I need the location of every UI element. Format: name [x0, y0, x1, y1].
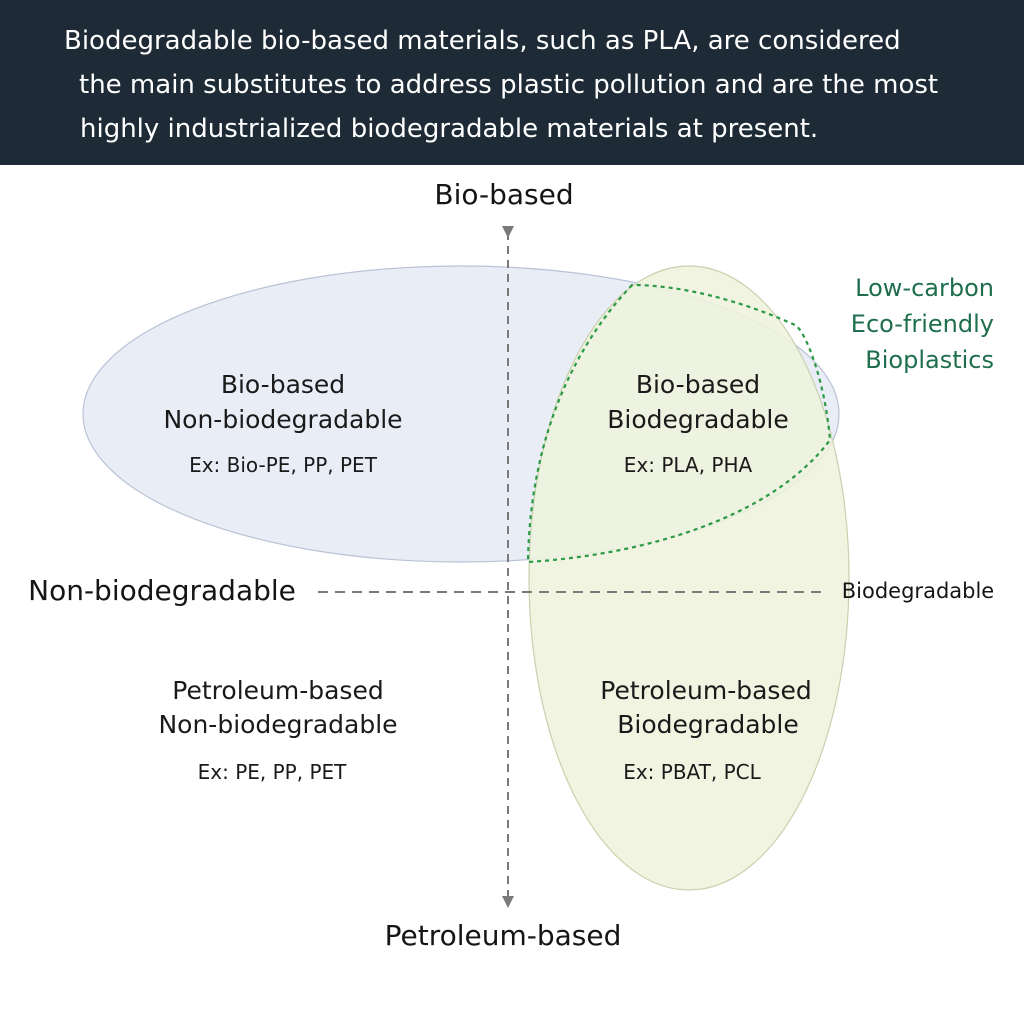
quadrant-top-right-title-2: Biodegradable [607, 405, 789, 434]
quadrant-top-right-title-1: Bio-based [635, 370, 761, 399]
axis-label-petroleum-based: Petroleum-based [384, 919, 622, 952]
quadrant-bottom-left-title-2: Non-biodegradable [158, 710, 398, 739]
axis-label-biodegradable: Biodegradable [841, 579, 995, 603]
overlap-dotted-outline [526, 283, 832, 564]
quadrant-bottom-left-title-1: Petroleum-based [172, 676, 384, 705]
biodegradable-ellipse [528, 265, 850, 891]
banner-text-line-3: highly industrialized biodegradable mate… [80, 114, 819, 144]
axis-label-non-biodegradable: Non-biodegradable [28, 574, 296, 607]
quadrant-top-left-title-1: Bio-based [220, 370, 346, 399]
header-banner: Biodegradable bio-based materials, such … [0, 0, 1024, 165]
highlight-label: Low-carbon Eco-friendly Bioplastics [851, 270, 994, 378]
quadrant-bottom-right-example: Ex: PBAT, PCL [623, 760, 761, 784]
quadrant-bottom-right-title-1: Petroleum-based [600, 676, 812, 705]
quadrant-bottom-left-example: Ex: PE, PP, PET [197, 760, 347, 784]
quadrant-top-right-example: Ex: PLA, PHA [623, 453, 753, 477]
axis-label-bio-based: Bio-based [434, 178, 574, 211]
quadrant-top-left-example: Ex: Bio-PE, PP, PET [189, 453, 377, 477]
banner-text-line-1: Biodegradable bio-based materials, such … [64, 26, 901, 56]
highlight-label-line-1: Low-carbon [855, 274, 994, 302]
quadrant-bottom-right-title-2: Biodegradable [617, 710, 799, 739]
highlight-label-line-2: Eco-friendly [850, 310, 994, 338]
highlight-label-line-3: Bioplastics [865, 346, 994, 374]
banner-text-line-2: the main substitutes to address plastic … [79, 70, 939, 100]
quadrant-top-left-title-2: Non-biodegradable [163, 405, 403, 434]
